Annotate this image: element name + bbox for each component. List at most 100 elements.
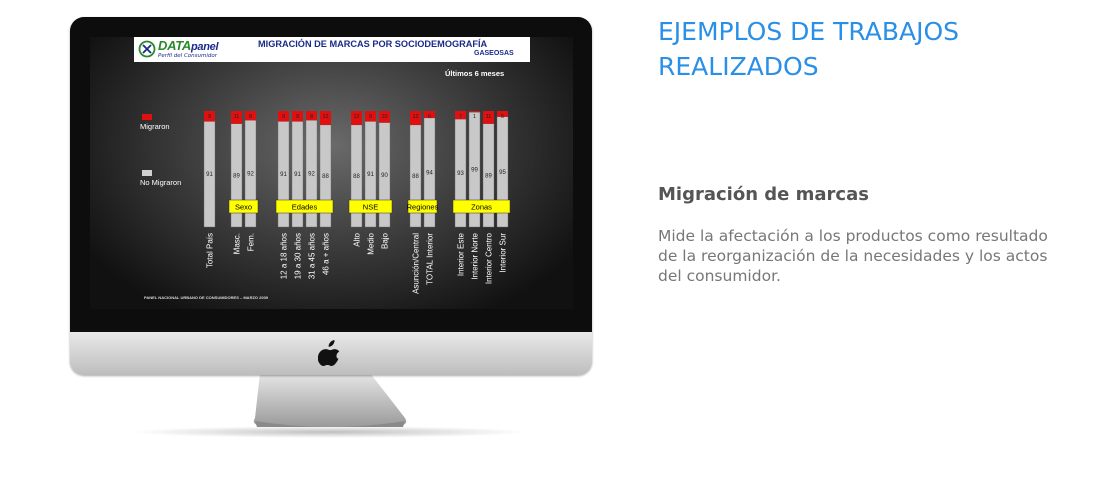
- bar-migraron: [365, 111, 376, 122]
- bar-label-migraron: 12: [322, 114, 328, 120]
- section-description: Mide la afectación a los productos como …: [658, 227, 1048, 285]
- category-label: Alto: [353, 232, 362, 246]
- category-label: Total País: [206, 233, 215, 268]
- bar-label-migraron: 9: [208, 114, 211, 120]
- bar-migraron: [292, 111, 303, 122]
- legend-no-migraron: No Migraron: [140, 170, 182, 187]
- section-title: Migración de marcas: [658, 184, 869, 205]
- bar-label-no-migraron: 91: [367, 172, 374, 178]
- bar-label-no-migraron: 89: [485, 173, 492, 179]
- bar-migraron: [351, 111, 362, 125]
- group-label: Zonas: [471, 203, 492, 212]
- bar-label-migraron: 11: [486, 114, 492, 120]
- category-label: 12 a 18 años: [280, 233, 289, 279]
- slide-header: DATApanel Perfil del Consumidor MIGRACIÓ…: [134, 37, 530, 62]
- bar-migraron: [410, 111, 421, 125]
- bar-migraron: [204, 111, 215, 122]
- group-label-box: [228, 199, 259, 214]
- bar-label-migraron: 7: [459, 114, 462, 120]
- bar-label-migraron: 11: [234, 114, 240, 120]
- monitor-stand: [253, 373, 407, 427]
- category-label: Interior Norte: [471, 232, 480, 279]
- group-label: NSE: [363, 203, 378, 212]
- bar-label-migraron: 1: [473, 114, 476, 120]
- slide-title: MIGRACIÓN DE MARCAS POR SOCIODEMOGRAFÍA: [258, 39, 488, 49]
- bar-label-no-migraron: 90: [381, 173, 388, 179]
- category-label: Bajo: [381, 232, 390, 249]
- slide-subtitle: GASEOSAS: [474, 50, 514, 57]
- category-label: Fem.: [247, 233, 256, 251]
- bar-label-no-migraron: 88: [353, 174, 360, 180]
- category-label: 31 a 45 años: [308, 233, 317, 279]
- monitor-shadow: [130, 426, 530, 438]
- bar-label-migraron: 6: [428, 114, 431, 120]
- bar-migraron: [455, 111, 466, 120]
- bar-migraron: [306, 111, 317, 121]
- legend-label-no-migraron: No Migraron: [140, 178, 182, 187]
- group-label: Sexo: [235, 203, 252, 212]
- category-label: Masc.: [233, 233, 242, 254]
- bar-label-no-migraron: 91: [294, 172, 301, 178]
- bar-label-no-migraron: 99: [471, 168, 478, 174]
- bar-label-migraron: 10: [381, 114, 387, 120]
- bar-label-no-migraron: 88: [322, 174, 329, 180]
- logo-wordmark: DATApanel: [158, 38, 219, 53]
- bar-migraron: [245, 111, 256, 121]
- category-label: Medio: [367, 232, 376, 254]
- datapanel-logo-icon: [138, 40, 156, 58]
- bar-label-migraron: 9: [369, 114, 372, 120]
- bar-migraron: [497, 111, 508, 117]
- bar-migraron: [379, 111, 390, 123]
- bar-label-migraron: 9: [282, 114, 285, 120]
- legend-swatch-migraron: [142, 114, 152, 120]
- category-label: 46 a + años: [322, 233, 331, 275]
- bar-label-no-migraron: 95: [499, 170, 506, 176]
- group-label-box: [275, 199, 334, 214]
- monitor-chin: [70, 332, 592, 375]
- bar-label-no-migraron: 88: [412, 174, 419, 180]
- logo-word-panel: panel: [190, 41, 219, 53]
- bar-migraron: [320, 111, 331, 125]
- bar-label-no-migraron: 91: [206, 172, 213, 178]
- page-heading: EJEMPLOS DE TRABAJOS REALIZADOS: [658, 17, 960, 81]
- group-label-box: [348, 199, 393, 214]
- legend-swatch-no-migraron: [142, 170, 152, 176]
- bar-label-migraron: 12: [412, 114, 418, 120]
- category-label: Interior Este: [457, 232, 466, 276]
- bar-label-no-migraron: 92: [247, 172, 254, 178]
- logo-subtitle: Perfil del Consumidor: [158, 53, 217, 59]
- bar-migraron: [424, 111, 435, 118]
- bar-migraron: [469, 111, 480, 113]
- bar-label-no-migraron: 91: [280, 172, 287, 178]
- period-label: Últimos 6 meses: [445, 69, 505, 78]
- bar-label-migraron: 5: [501, 114, 504, 120]
- group-label-box: [407, 199, 438, 214]
- category-label: Interior Sur: [499, 233, 508, 273]
- logo-word-data: DATA: [158, 38, 191, 53]
- datapanel-logo: DATApanel Perfil del Consumidor: [136, 38, 251, 60]
- category-label: 19 a 30 años: [294, 233, 303, 279]
- bar-label-migraron: 8: [249, 114, 252, 120]
- bar-label-migraron: 12: [353, 114, 359, 120]
- bar-label-no-migraron: 89: [233, 173, 240, 179]
- apple-logo-icon: [318, 340, 340, 366]
- bar-label-no-migraron: 92: [308, 172, 315, 178]
- category-label: Asunción/Central: [412, 233, 421, 294]
- bar-label-no-migraron: 94: [426, 170, 433, 176]
- bar-label-migraron: 8: [310, 114, 313, 120]
- group-label: Edades: [292, 203, 318, 212]
- legend-migraron: Migraron: [140, 114, 170, 131]
- bar-label-migraron: 9: [296, 114, 299, 120]
- category-label: TOTAL Interior: [426, 233, 435, 285]
- bar-migraron: [278, 111, 289, 122]
- bar-migraron: [483, 111, 494, 124]
- legend-label-migraron: Migraron: [140, 122, 170, 131]
- bar-label-no-migraron: 93: [457, 171, 464, 177]
- group-label: Regiones: [407, 203, 439, 212]
- group-label-box: [452, 199, 511, 214]
- category-label: Interior Centro: [485, 232, 494, 284]
